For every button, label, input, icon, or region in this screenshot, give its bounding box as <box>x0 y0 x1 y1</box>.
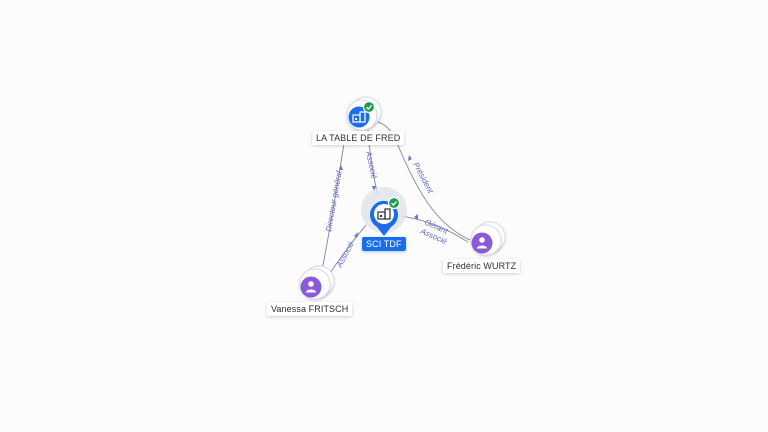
person-icon <box>476 237 488 249</box>
edge-frederic-to-sci: Gérant Associé <box>400 214 469 246</box>
person-icon <box>305 281 317 293</box>
building-icon <box>352 111 366 123</box>
node-frederic-wurtz[interactable] <box>470 221 506 256</box>
node-label-vanessa-fritsch[interactable]: Vanessa FRITSCH <box>267 302 353 316</box>
building-icon <box>377 208 391 220</box>
edge-arrow-icon <box>414 214 418 220</box>
check-badge-icon <box>387 196 401 210</box>
node-la-table-de-fred[interactable] <box>346 96 382 131</box>
node-label-la-table-de-fred[interactable]: LA TABLE DE FRED <box>312 131 405 145</box>
edge-vanessa-to-sci: Associé <box>327 224 367 277</box>
edge-arrow-icon <box>339 165 343 170</box>
edge-label-president: Président <box>411 161 435 196</box>
check-badge-icon <box>362 100 376 114</box>
node-label-sci-tdf[interactable]: SCI TDF <box>362 237 406 251</box>
node-vanessa-fritsch[interactable] <box>299 265 335 300</box>
edge-arrow-icon <box>372 186 376 191</box>
node-sci-tdf[interactable] <box>361 187 407 236</box>
edge-label-directeur-general: Directeur général <box>324 170 344 232</box>
edge-label-associe-la-table-sci: Associé <box>364 150 379 181</box>
edge-arrow-icon <box>354 232 358 238</box>
edge-arrow-icon <box>408 155 412 161</box>
node-label-frederic-wurtz[interactable]: Frédéric WURTZ <box>443 259 521 273</box>
edge-label-associe-vanessa-sci: Associé <box>334 239 356 269</box>
